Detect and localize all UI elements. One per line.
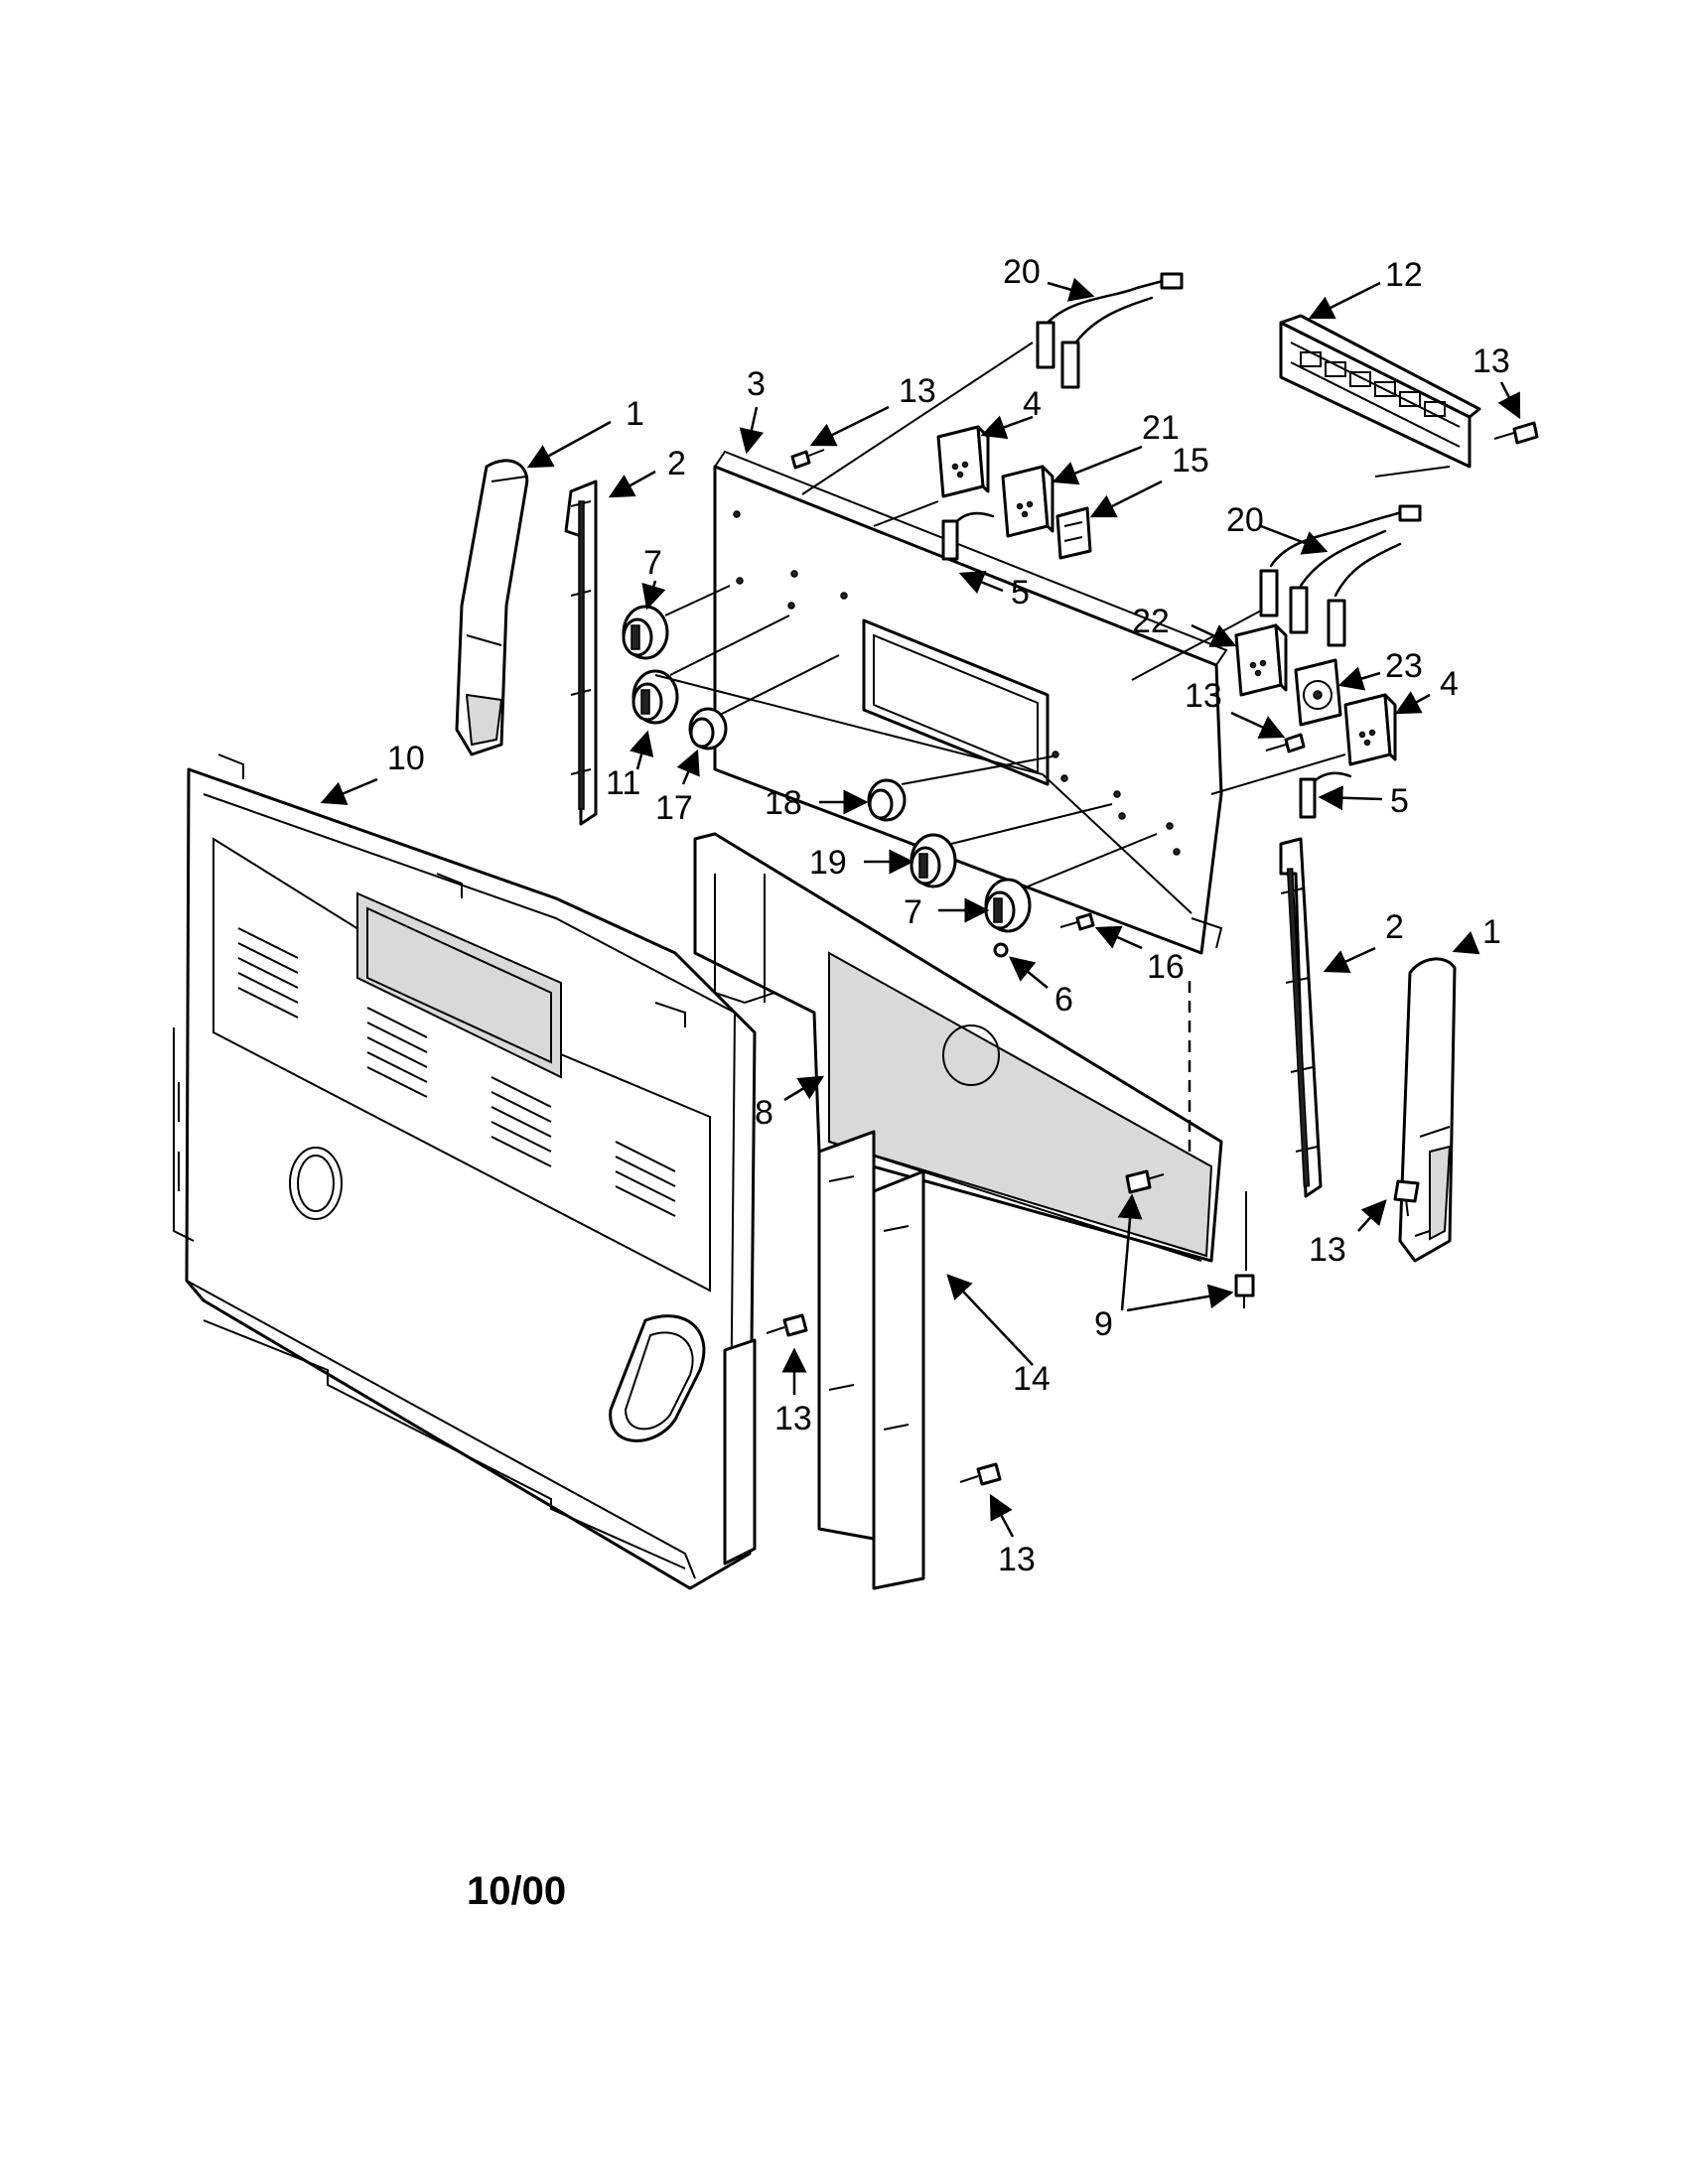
callout-13-mid-screw: 13 bbox=[1185, 677, 1222, 715]
callout-2-right-bracket: 2 bbox=[1385, 908, 1404, 946]
knob-19 bbox=[910, 833, 957, 888]
switch-23 bbox=[1294, 658, 1342, 727]
end-cap-bracket bbox=[817, 1130, 925, 1590]
console-panel bbox=[713, 450, 1228, 955]
callout-13-lower-left-screw: 13 bbox=[774, 1400, 812, 1437]
screw-13-endcap bbox=[1393, 1179, 1420, 1217]
wire-harness-top bbox=[1036, 272, 1184, 389]
screw-13-lower-left bbox=[766, 1313, 808, 1337]
rear-panel bbox=[173, 753, 757, 1590]
date-code: 10/00 bbox=[467, 1869, 566, 1913]
callout-17: 17 bbox=[655, 789, 693, 827]
switch-15 bbox=[1055, 506, 1092, 560]
screw-13-top bbox=[790, 449, 825, 470]
callout-6: 6 bbox=[1054, 981, 1073, 1019]
callout-13-lower-right-screw: 13 bbox=[998, 1541, 1036, 1578]
screw-13-lower-right bbox=[959, 1462, 1002, 1486]
callout-5-top-lead: 5 bbox=[1011, 574, 1030, 612]
callout-4-top-switch: 4 bbox=[1023, 385, 1042, 423]
leader-arrows bbox=[320, 277, 1521, 1538]
knob-18 bbox=[867, 778, 907, 822]
callout-15: 15 bbox=[1172, 442, 1209, 479]
callout-14-end-cap: 14 bbox=[1013, 1360, 1051, 1398]
callout-labels: 1 2 3 13 4 20 12 13 21 15 5 7 11 17 20 2… bbox=[387, 253, 1510, 1578]
side-bracket-right bbox=[1279, 837, 1323, 1198]
callout-16: 16 bbox=[1147, 948, 1185, 986]
callout-23: 23 bbox=[1385, 647, 1423, 685]
side-bracket-left bbox=[564, 479, 598, 826]
callout-19: 19 bbox=[809, 844, 847, 882]
callout-13-endcap-screw: 13 bbox=[1309, 1231, 1346, 1269]
knob-7-top bbox=[622, 605, 669, 660]
assembly-lines bbox=[654, 341, 1451, 1271]
callout-7-bottom-knob: 7 bbox=[904, 893, 922, 931]
infinite-switch-top bbox=[936, 425, 990, 498]
wire-lead-top bbox=[941, 511, 995, 561]
callout-10-rear-panel: 10 bbox=[387, 740, 425, 777]
screw-6 bbox=[993, 942, 1009, 958]
side-trim-left bbox=[455, 459, 529, 756]
callout-12-clock: 12 bbox=[1385, 256, 1423, 294]
electronic-clock bbox=[1279, 314, 1481, 469]
callout-8-backsplash-bracket: 8 bbox=[755, 1094, 773, 1132]
callout-7-top-knob: 7 bbox=[643, 544, 662, 582]
knob-17 bbox=[688, 707, 728, 751]
wire-lead-right bbox=[1299, 771, 1352, 819]
callout-21: 21 bbox=[1142, 409, 1180, 447]
callout-9: 9 bbox=[1094, 1305, 1113, 1343]
callout-22: 22 bbox=[1132, 603, 1170, 640]
knob-11 bbox=[632, 669, 679, 725]
screw-13-mid bbox=[1265, 733, 1306, 753]
callout-4-right-switch: 4 bbox=[1440, 665, 1459, 703]
callout-20-right-harness: 20 bbox=[1226, 501, 1264, 539]
callout-20-top-harness: 20 bbox=[1003, 253, 1041, 291]
callout-5-right-lead: 5 bbox=[1390, 782, 1409, 820]
infinite-switch-right bbox=[1343, 693, 1397, 766]
switch-21 bbox=[1001, 465, 1054, 538]
callout-1-left-trim: 1 bbox=[626, 395, 644, 433]
callout-18: 18 bbox=[765, 784, 802, 822]
wire-harness-right bbox=[1259, 504, 1422, 647]
backsplash-bracket bbox=[693, 832, 1223, 1263]
callout-3-console: 3 bbox=[747, 365, 766, 403]
switch-22 bbox=[1234, 623, 1288, 697]
screw-9-lower bbox=[1234, 1274, 1255, 1308]
callout-2-left-bracket: 2 bbox=[667, 445, 686, 482]
callout-13-clock-screw: 13 bbox=[1473, 342, 1510, 380]
screw-9-upper bbox=[1125, 1169, 1165, 1194]
callout-13-console-screw: 13 bbox=[899, 372, 936, 410]
callout-1-right-trim: 1 bbox=[1482, 913, 1501, 951]
screw-16 bbox=[1059, 912, 1095, 931]
screw-13-panel bbox=[1493, 421, 1539, 445]
callout-11: 11 bbox=[606, 764, 640, 802]
knob-7-bottom bbox=[984, 878, 1032, 933]
